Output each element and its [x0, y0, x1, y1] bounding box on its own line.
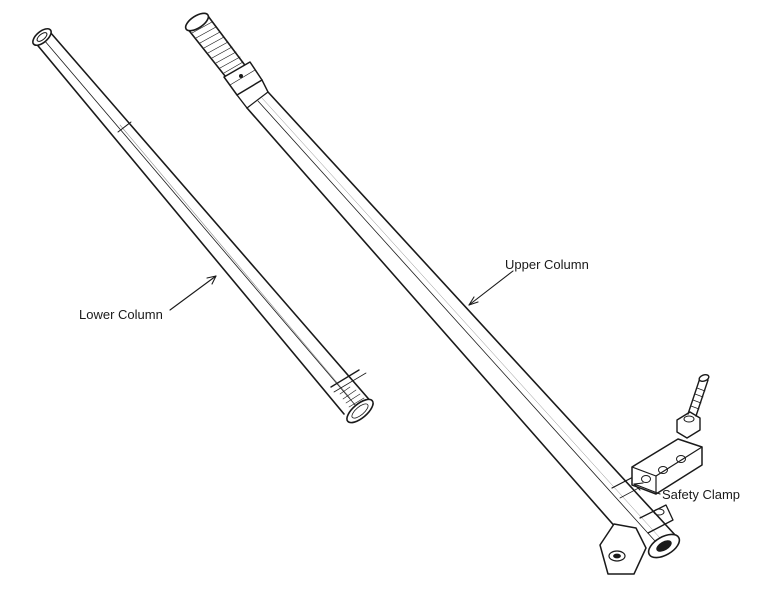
upper-column-thread — [191, 21, 244, 74]
leader-upper-column — [468, 270, 514, 306]
safety-clamp-label: Safety Clamp — [662, 487, 741, 502]
leader-lower-column — [169, 275, 217, 311]
upper-column — [184, 12, 681, 575]
bolt-thread — [690, 387, 706, 410]
upper-column-label: Upper Column — [505, 257, 589, 272]
safety-clamp — [631, 374, 710, 495]
lower-column-label: Lower Column — [79, 307, 163, 322]
lower-column — [32, 27, 374, 424]
leader-safety-clamp — [633, 482, 661, 495]
